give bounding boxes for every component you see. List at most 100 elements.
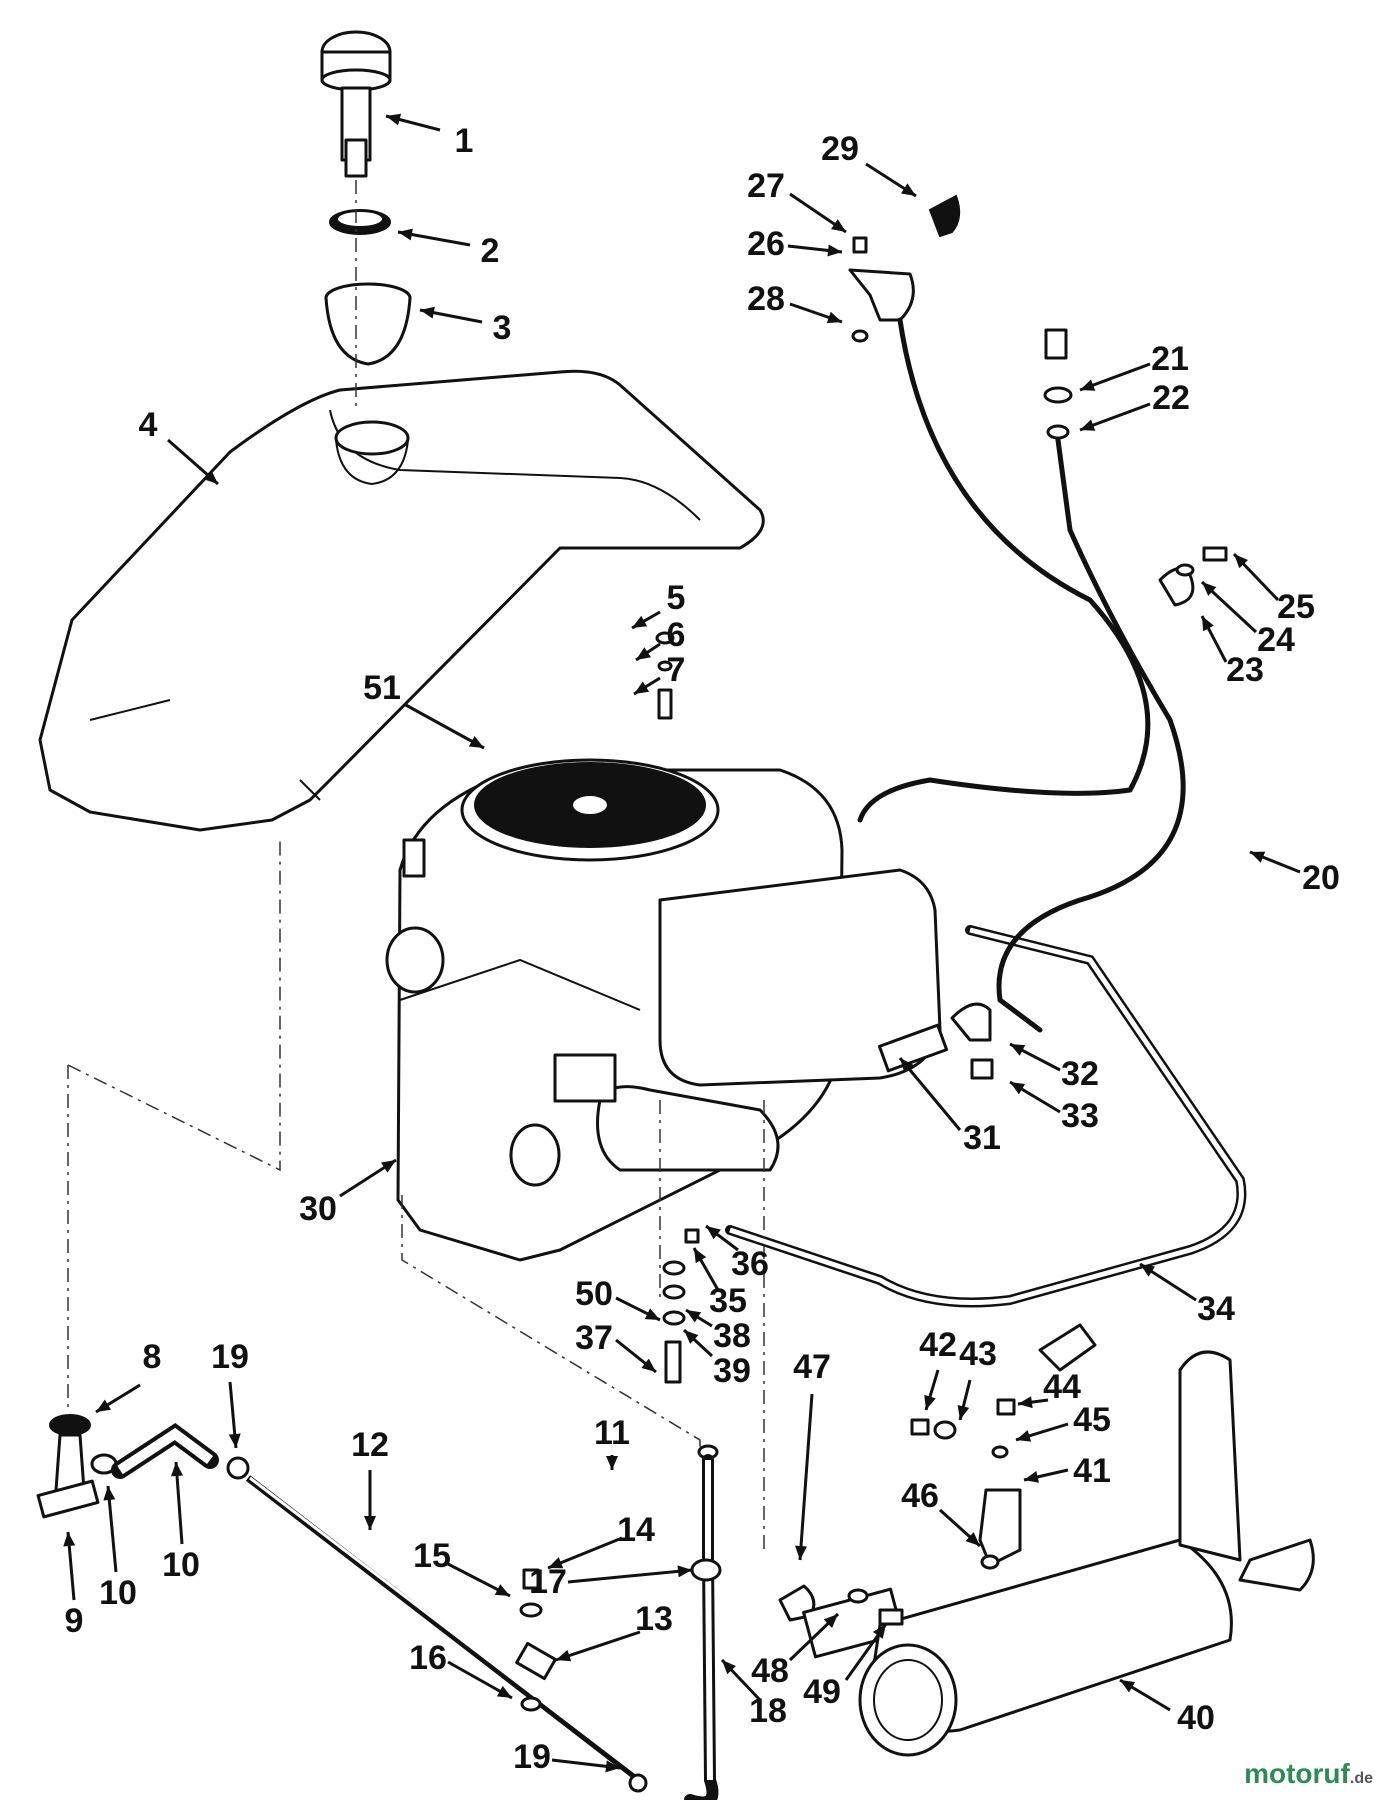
callout-numbers: 1234567891010111213141516171819192021222… <box>65 122 1340 1776</box>
callout-10: 10 <box>99 1574 137 1612</box>
callout-36: 36 <box>731 1245 769 1283</box>
leader-arrowhead-41 <box>1024 1471 1039 1483</box>
leader-arrowhead-4 <box>203 470 218 484</box>
callout-23: 23 <box>1226 651 1264 689</box>
leader-line-17 <box>567 1568 693 1584</box>
callout-50: 50 <box>575 1275 613 1313</box>
callout-32: 32 <box>1061 1055 1099 1093</box>
leader-arrowhead-8 <box>96 1399 112 1412</box>
callout-11: 11 <box>594 1414 630 1452</box>
engine-mount-hardware <box>662 1228 700 1384</box>
callout-43: 43 <box>959 1335 997 1373</box>
leader-arrowhead-12 <box>364 1516 376 1530</box>
callout-9: 9 <box>65 1602 84 1640</box>
leader-arrowhead-47 <box>795 1545 807 1560</box>
callout-37: 37 <box>575 1319 613 1357</box>
callout-42: 42 <box>919 1326 957 1364</box>
leader-arrowhead-21 <box>1080 379 1096 391</box>
muffler-assembly <box>778 1323 1315 1757</box>
callout-40: 40 <box>1177 1699 1215 1737</box>
leader-arrowhead-50 <box>644 1308 660 1320</box>
leader-arrowhead-24 <box>1202 582 1217 596</box>
leader-arrowhead-11 <box>606 1456 618 1470</box>
callout-3: 3 <box>493 309 512 347</box>
leader-arrowhead-19 <box>228 1433 241 1448</box>
callout-15: 15 <box>413 1537 451 1575</box>
leader-arrowhead-27 <box>831 219 846 232</box>
callout-leaders <box>63 113 1301 1773</box>
callout-33: 33 <box>1061 1097 1099 1135</box>
leader-arrowhead-1 <box>386 113 402 126</box>
leader-arrowhead-10 <box>171 1462 184 1477</box>
leader-line-31 <box>898 1057 962 1131</box>
leader-line-47 <box>798 1393 814 1561</box>
leader-arrowhead-13 <box>556 1649 572 1662</box>
leader-arrowhead-19 <box>605 1760 620 1773</box>
callout-31: 31 <box>963 1119 1001 1157</box>
breather-fittings <box>877 1002 994 1080</box>
leader-arrowhead-30 <box>380 1160 396 1173</box>
leader-arrowhead-26 <box>827 244 842 257</box>
leader-arrowhead-39 <box>684 1330 699 1344</box>
callout-28: 28 <box>747 280 785 318</box>
breather-tube <box>725 925 1247 1308</box>
leader-arrowhead-9 <box>63 1532 76 1547</box>
leader-arrowhead-7 <box>634 681 650 694</box>
choke-cable <box>996 328 1228 1033</box>
leader-arrowhead-15 <box>494 1584 510 1596</box>
leader-line-10 <box>106 1485 118 1573</box>
leader-arrowhead-31 <box>900 1058 914 1073</box>
leader-line-13 <box>555 1630 641 1662</box>
callout-49: 49 <box>803 1673 841 1711</box>
fuel-neck-gasket <box>329 209 391 235</box>
leader-arrowhead-23 <box>1202 616 1214 632</box>
watermark-text: motoruf <box>1244 1758 1350 1789</box>
leader-arrowhead-34 <box>1140 1264 1156 1277</box>
callout-2: 2 <box>481 232 500 270</box>
callout-19: 19 <box>211 1338 249 1376</box>
leader-arrowhead-38 <box>686 1310 702 1323</box>
callout-17: 17 <box>529 1563 567 1601</box>
callout-10: 10 <box>162 1546 200 1584</box>
callout-51: 51 <box>363 669 401 707</box>
leader-arrowhead-46 <box>965 1532 980 1546</box>
leader-arrowhead-42 <box>924 1394 936 1410</box>
alignment-lines <box>67 180 765 1550</box>
callout-13: 13 <box>635 1600 673 1638</box>
leader-arrowhead-5 <box>632 615 648 628</box>
leader-arrowhead-32 <box>1010 1044 1026 1056</box>
callout-26: 26 <box>747 225 785 263</box>
leader-arrowhead-43 <box>957 1404 970 1420</box>
callout-44: 44 <box>1043 1368 1081 1406</box>
leader-arrowhead-45 <box>1016 1430 1032 1442</box>
callout-16: 16 <box>409 1639 447 1677</box>
callout-7: 7 <box>667 651 686 689</box>
leader-arrowhead-20 <box>1250 851 1266 863</box>
watermark-suffix: .de <box>1349 1770 1373 1787</box>
callout-47: 47 <box>793 1348 831 1386</box>
callout-1: 1 <box>455 122 474 160</box>
callout-48: 48 <box>751 1652 789 1690</box>
callout-25: 25 <box>1277 588 1315 626</box>
fuel-strainer <box>324 282 412 366</box>
fuel-tank <box>38 369 765 832</box>
engine <box>385 758 942 1262</box>
leader-arrowhead-40 <box>1120 1680 1136 1693</box>
callout-8: 8 <box>143 1338 162 1376</box>
callout-19: 19 <box>513 1738 551 1776</box>
leader-line-51 <box>403 702 485 750</box>
watermark: motoruf.de <box>1244 1758 1373 1790</box>
callout-18: 18 <box>749 1692 787 1730</box>
leader-arrowhead-44 <box>1018 1396 1033 1409</box>
leader-arrowhead-14 <box>548 1557 564 1569</box>
leader-arrowhead-25 <box>1234 554 1249 569</box>
callout-29: 29 <box>821 130 859 168</box>
callout-5: 5 <box>667 579 686 617</box>
callout-39: 39 <box>713 1352 751 1390</box>
callout-12: 12 <box>351 1426 389 1464</box>
fuel-line-assembly <box>36 1414 722 1800</box>
leader-arrowhead-6 <box>636 647 651 660</box>
callout-35: 35 <box>709 1282 747 1320</box>
leader-arrowhead-16 <box>496 1685 512 1698</box>
